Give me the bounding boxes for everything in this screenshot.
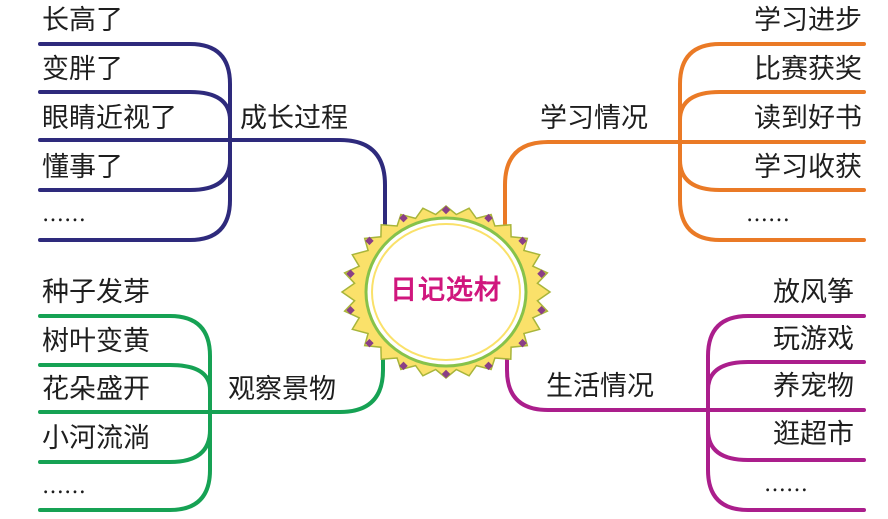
badge-ornament-diamond [346, 269, 355, 279]
top-right-item-2: 比赛获奖 [754, 54, 862, 85]
top-left-item-4: 懂事了 [42, 152, 123, 183]
badge-inner-ring-2 [371, 223, 521, 361]
bottom-left-item-3: 花朵盛开 [42, 374, 150, 405]
bottom-left-branch-title: 观察景物 [228, 374, 336, 405]
top-left-item-5: …… [42, 202, 86, 227]
bottom-left-branch-lines [38, 314, 385, 512]
badge-ornament-diamond [441, 205, 451, 215]
bottom-left-item-2: 树叶变黄 [42, 326, 150, 357]
badge-ornament-diamond [365, 338, 374, 348]
bottom-right-item-2: 玩游戏 [773, 324, 854, 355]
badge-ornament-diamond [484, 213, 493, 223]
bottom-right-branch-title: 生活情况 [546, 371, 654, 402]
badge-ornament-diamond [399, 213, 408, 223]
center-badge [340, 205, 552, 379]
bottom-left-item-5: …… [42, 474, 86, 499]
top-left-branch-title: 成长过程 [240, 103, 348, 134]
bottom-right-branch-lines [505, 314, 866, 512]
top-right-item-3: 读到好书 [754, 103, 862, 134]
top-left-item-3: 眼睛近视了 [42, 103, 177, 134]
badge-ornament-diamond [518, 338, 527, 348]
bottom-right-item-1: 放风筝 [773, 277, 854, 308]
top-left-item-1: 长高了 [42, 5, 123, 36]
bottom-right-item-3: 养宠物 [773, 371, 854, 402]
badge-ornament-diamond [441, 369, 451, 379]
badge-ornament-diamond [537, 269, 546, 279]
center-title: 日记选材 [390, 275, 502, 306]
bottom-left-item-1: 种子发芽 [42, 277, 150, 308]
bottom-right-item-4: 逛超市 [773, 419, 854, 450]
top-right-item-5: …… [746, 202, 790, 227]
top-right-item-1: 学习进步 [754, 5, 862, 36]
bottom-right-item-5: …… [764, 472, 808, 497]
badge-ornament-diamond [346, 305, 355, 315]
badge-ornament-diamond [537, 305, 546, 315]
top-right-branch-lines [503, 42, 866, 242]
badge-ornament-diamond [484, 361, 493, 371]
badge-ornament-diamond [399, 361, 408, 371]
bottom-left-item-4: 小河流淌 [42, 423, 150, 454]
top-right-item-4: 学习收获 [754, 152, 862, 183]
badge-ornament-diamond [365, 236, 374, 246]
top-right-branch-title: 学习情况 [540, 103, 648, 134]
top-left-item-2: 变胖了 [42, 54, 123, 85]
top-left-branch-lines [38, 42, 387, 242]
